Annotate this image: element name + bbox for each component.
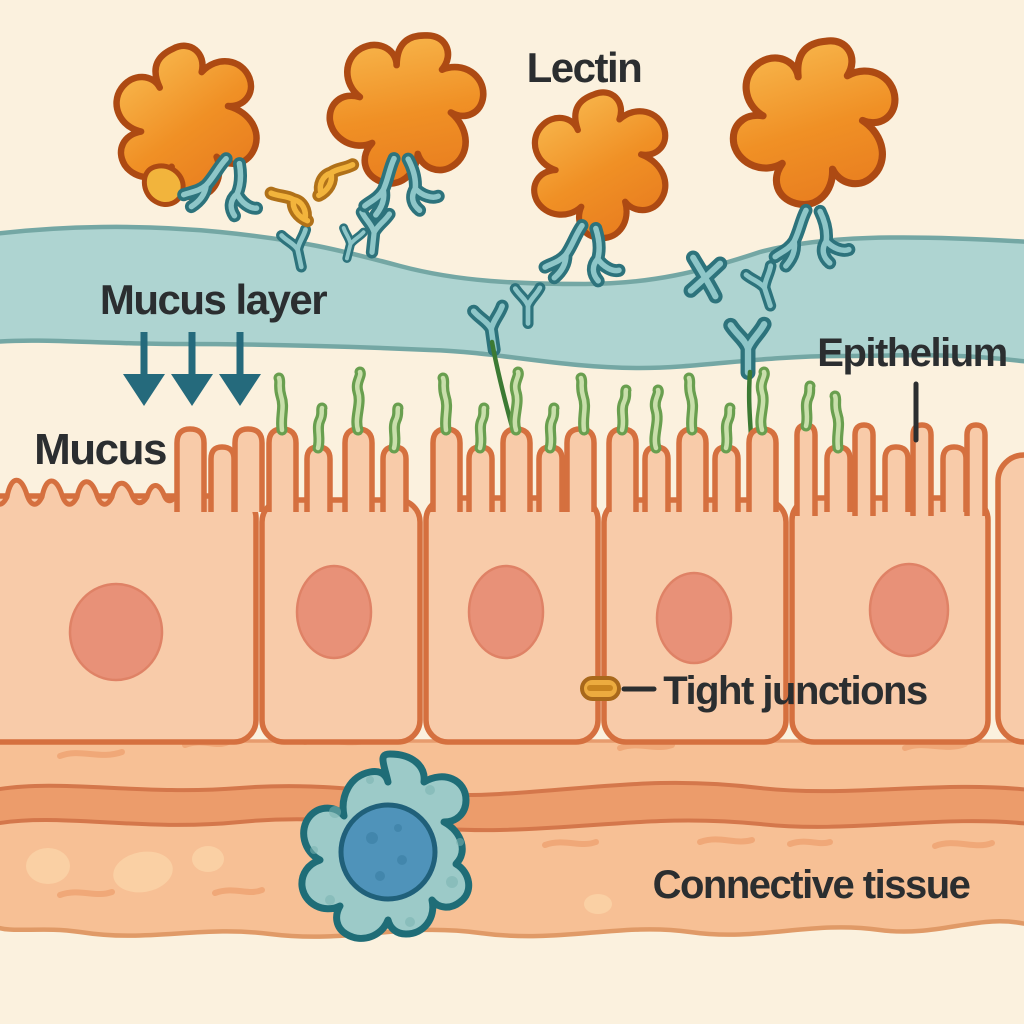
glycocalyx-strand: [318, 408, 322, 448]
mucus-layer-label: Mucus layer: [100, 276, 327, 323]
nucleus: [868, 562, 950, 658]
glycocalyx-strand: [835, 396, 839, 448]
glycocalyx-strand: [550, 408, 554, 448]
epithelial-cell-partial: [995, 452, 1024, 745]
immune-cell-nucleus: [338, 802, 438, 902]
connective-tissue-label: Connective tissue: [653, 863, 970, 907]
microvillus: [855, 425, 873, 516]
microvillus: [827, 447, 850, 512]
microvillus: [307, 447, 330, 512]
microvillus: [211, 447, 234, 512]
tight-junction: [580, 676, 657, 701]
microvillus: [503, 429, 530, 512]
cell-nuclei: [68, 562, 950, 682]
glycocalyx-strand: [357, 372, 361, 430]
microvilli: [177, 425, 985, 516]
glycocalyx-strand: [761, 372, 765, 430]
glycocalyx-strand: [515, 372, 519, 430]
scalloped-surface-line: [0, 477, 181, 507]
microvillus: [539, 447, 562, 512]
glycocalyx-strand: [655, 390, 659, 448]
microvillus: [433, 429, 460, 512]
epithelium: [0, 372, 1024, 745]
microvillus: [885, 447, 908, 512]
nucleus: [295, 564, 373, 660]
connective-tissue: [0, 736, 1024, 939]
glycocalyx-strand: [581, 378, 585, 430]
glycocalyx-strand: [806, 386, 810, 426]
immune-cell-speckles: [310, 776, 464, 927]
mucus-secretion-arrows: [123, 332, 261, 406]
immune-cell: [298, 750, 473, 942]
nucleus: [467, 564, 545, 660]
down-arrow-icon: [171, 332, 213, 406]
microvillus: [567, 429, 594, 512]
microvillus: [469, 447, 492, 512]
microvillus: [967, 425, 985, 516]
glycocalyx-strand: [622, 390, 626, 430]
nucleus: [68, 582, 164, 682]
glycan-stalk: [746, 369, 754, 439]
glycocalyx-strand: [689, 378, 693, 430]
microvillus: [177, 429, 204, 512]
microvillus: [235, 429, 262, 512]
microvillus: [383, 447, 406, 512]
glycocalyx-strand: [443, 378, 447, 430]
connective-matrix-blobs: [26, 846, 612, 914]
microvillus: [645, 447, 668, 512]
immune-nucleus-speckles: [366, 824, 407, 881]
tight-junctions-label: Tight junctions: [663, 669, 927, 713]
glycocalyx-strand: [726, 408, 730, 448]
glycocalyx-strand: [394, 408, 398, 448]
connective-bottom-edge: [0, 919, 1024, 939]
down-arrow-icon: [123, 332, 165, 406]
lectin-label: Lectin: [527, 44, 642, 91]
connective-tissue-band: [0, 740, 1024, 937]
microvillus: [679, 429, 706, 512]
glycocalyx-strand: [279, 378, 283, 430]
microvillus: [609, 429, 636, 512]
down-arrow-icon: [219, 332, 261, 406]
microvillus: [797, 425, 815, 516]
microvillus: [345, 429, 372, 512]
mucus-label: Mucus: [34, 425, 166, 474]
nucleus: [655, 571, 733, 665]
glycocalyx-strand: [480, 408, 484, 448]
microvillus: [269, 429, 296, 512]
microvillus: [749, 429, 776, 512]
microvillus: [943, 447, 966, 512]
epithelium-label: Epithelium: [817, 331, 1006, 375]
microvillus: [715, 447, 738, 512]
